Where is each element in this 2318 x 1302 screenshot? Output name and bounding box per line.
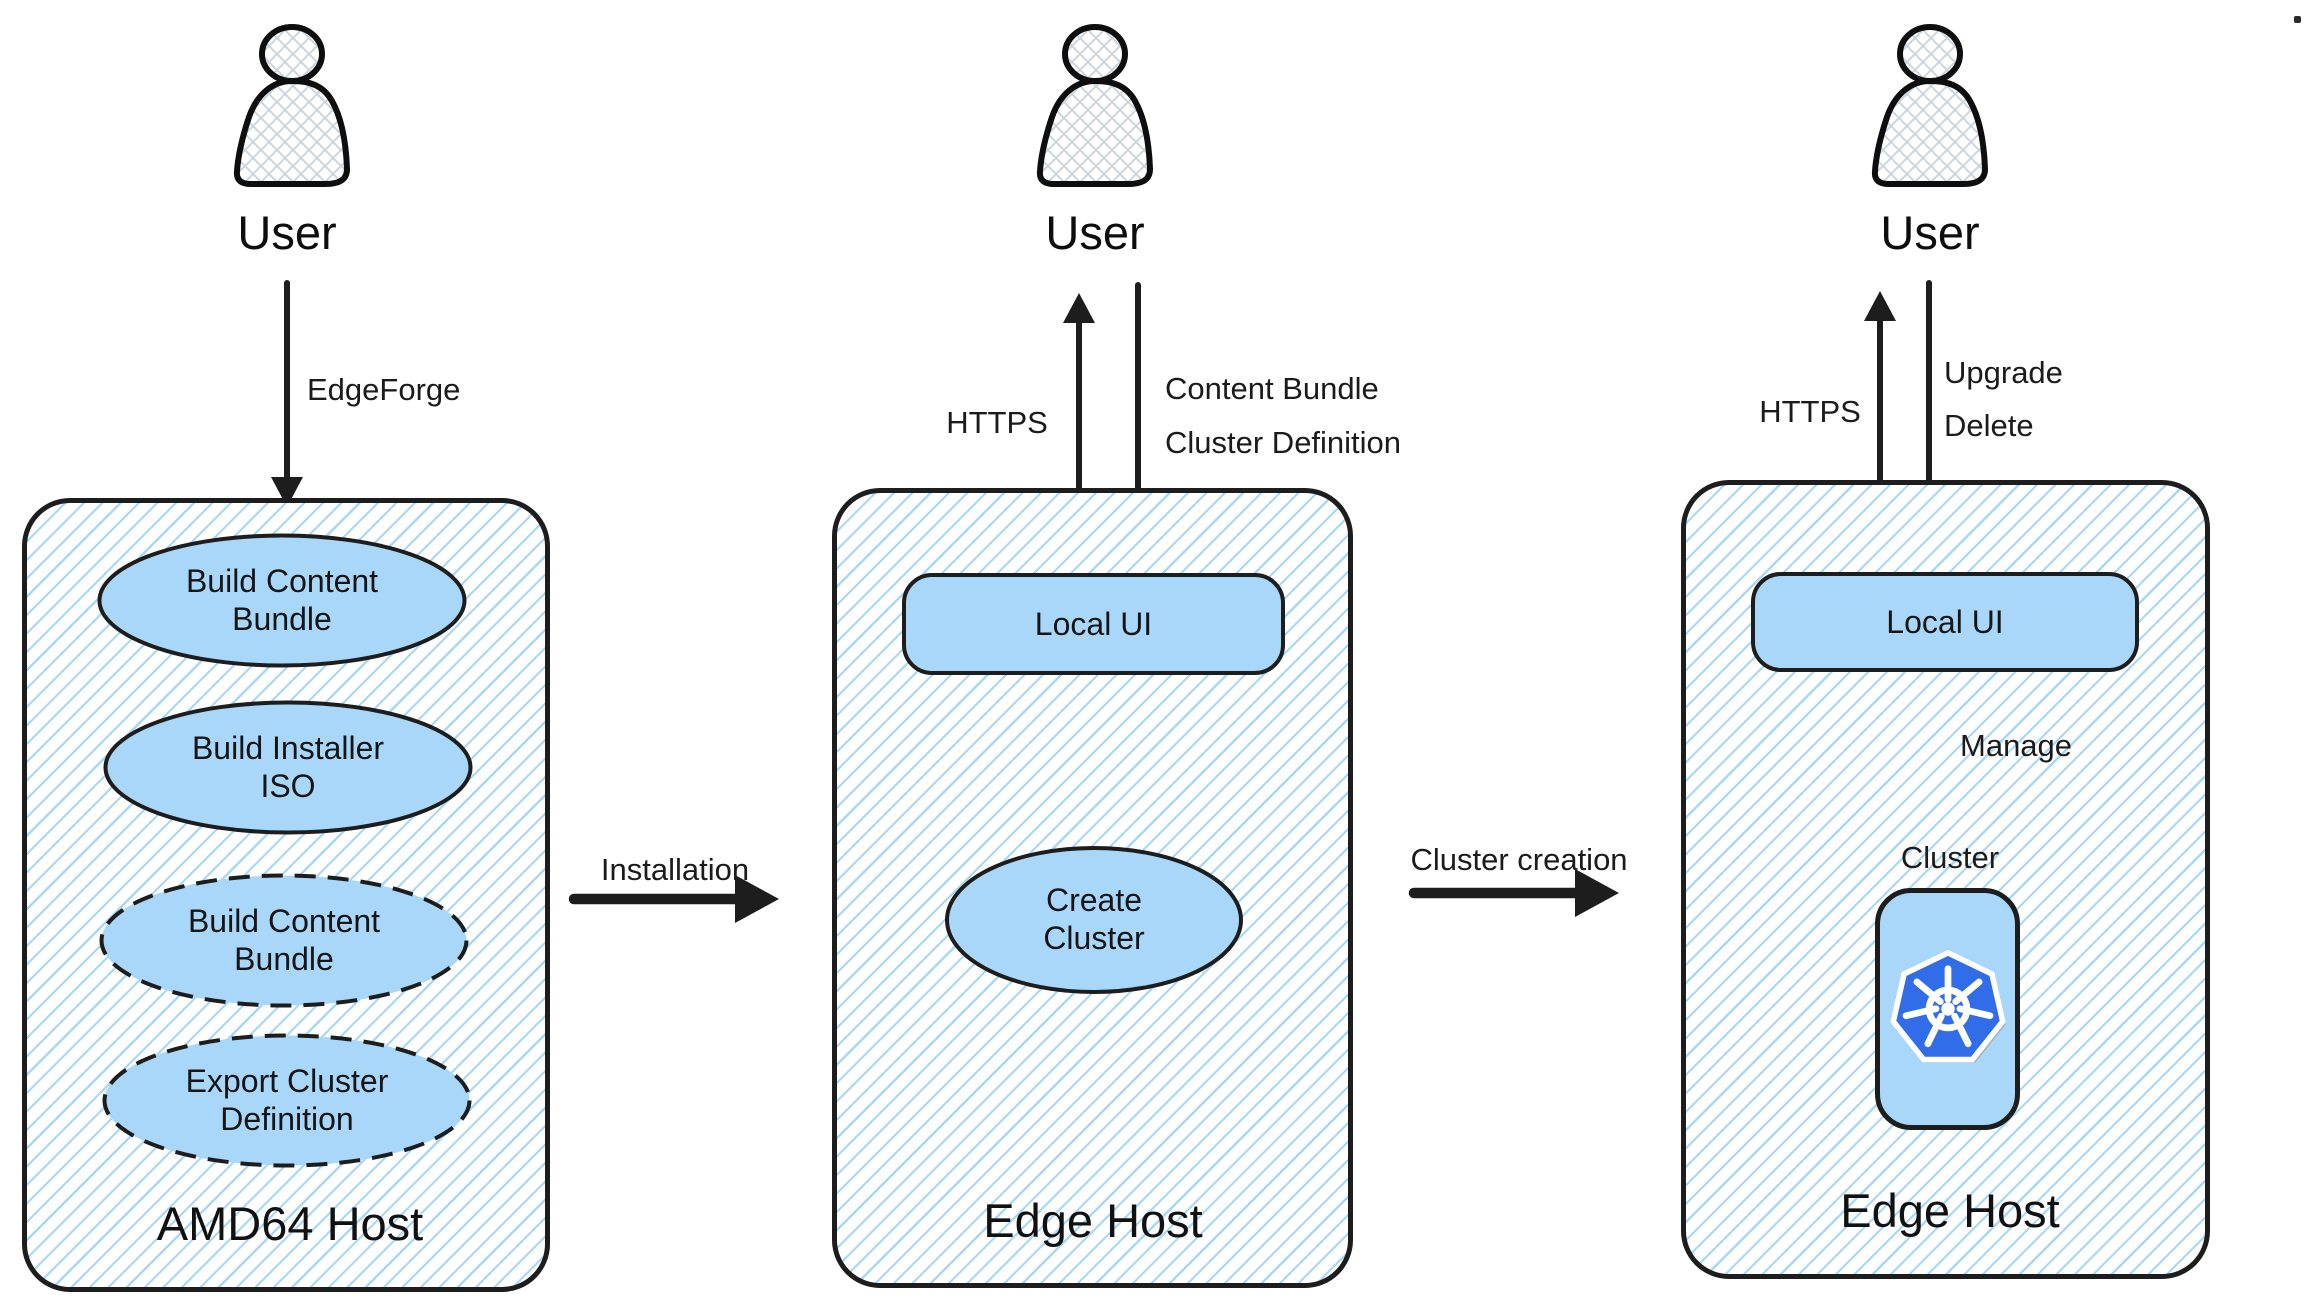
user-label: User: [1045, 206, 1145, 259]
node-label: Local UI: [1034, 605, 1153, 642]
installation-label: Installation: [600, 852, 750, 887]
artifact-dot: [2294, 16, 2301, 23]
build-installer-iso-node: Build Installer ISO: [103, 700, 473, 835]
user-icon: [1867, 22, 1993, 190]
node-label: Export Cluster Definition: [185, 1062, 389, 1137]
node-label: Local UI: [1886, 603, 2004, 640]
build-content-bundle-dashed-node: Build Content Bundle: [99, 873, 469, 1008]
user-icon: [1032, 22, 1158, 190]
cluster-node-label: Cluster: [1900, 840, 2000, 875]
edge-host-label-right: Edge Host: [1840, 1184, 2060, 1237]
node-label: Build Installer ISO: [191, 729, 385, 804]
kubernetes-icon: [1889, 949, 2006, 1063]
manage-label: Manage: [1960, 728, 2073, 763]
https-label-middle: HTTPS: [946, 405, 1048, 440]
local-ui-node-middle: Local UI: [902, 573, 1285, 675]
local-ui-node-right: Local UI: [1751, 572, 2139, 672]
user-label: User: [237, 206, 337, 259]
edgeforge-label: EdgeForge: [307, 372, 461, 407]
export-cluster-definition-node: Export Cluster Definition: [102, 1033, 472, 1168]
user-label: User: [1880, 206, 1980, 259]
node-label: Build Content Bundle: [185, 562, 379, 637]
user-icon: [229, 22, 355, 190]
edge-host-label-middle: Edge Host: [983, 1194, 1203, 1247]
node-label: Build Content Bundle: [187, 902, 381, 977]
create-cluster-node: Create Cluster: [944, 845, 1244, 995]
delete-label: Delete: [1944, 408, 2034, 443]
node-label: Create Cluster: [1043, 882, 1145, 956]
kubernetes-cluster-node: [1875, 888, 2020, 1130]
amd64-host-label: AMD64 Host: [156, 1197, 424, 1250]
cluster-definition-label: Cluster Definition: [1165, 425, 1402, 460]
upgrade-label: Upgrade: [1944, 355, 2063, 390]
cluster-creation-label: Cluster creation: [1410, 842, 1628, 877]
build-content-bundle-node: Build Content Bundle: [97, 533, 467, 668]
content-bundle-label: Content Bundle: [1165, 371, 1379, 406]
https-label-right: HTTPS: [1759, 394, 1861, 429]
